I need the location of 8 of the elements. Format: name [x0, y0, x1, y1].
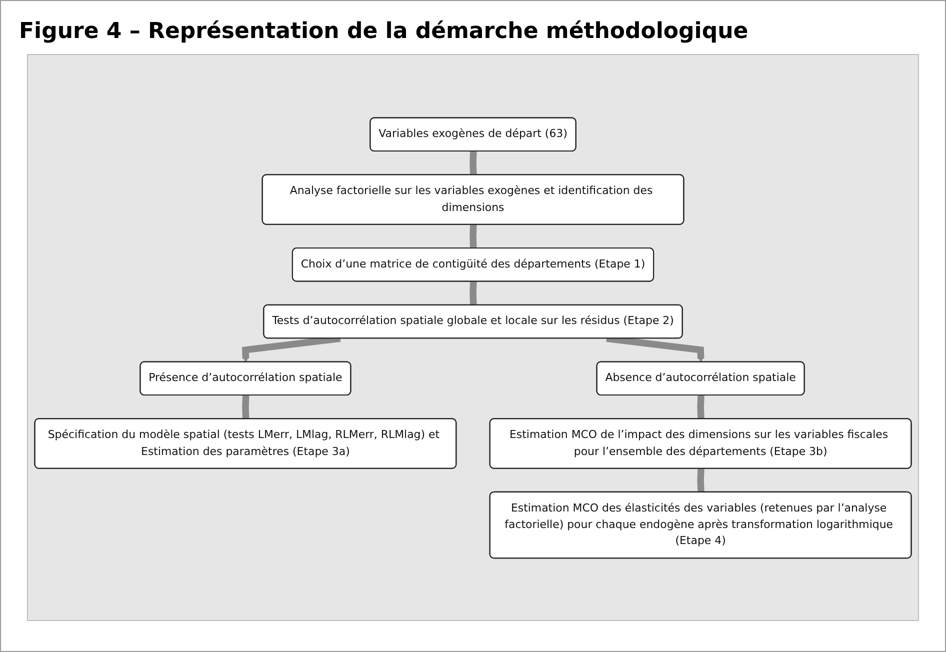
figure-title: Figure 4 – Représentation de la démarche méthodologique — [19, 19, 750, 44]
connector — [242, 394, 250, 419]
connector — [470, 224, 477, 248]
connector — [697, 394, 704, 419]
connector — [470, 281, 477, 305]
diagram-background: Variables exogènes de départ (63) Analyse factorielle sur les variables exogènes et identification des dimensions Choix d’une matrice de contigüité des départements (Etape 1) Tests d’autocorrélation spatiale globale et locale sur les résidus (Etape 2) Présence d’autocorrélation spatiale Absence d’autocorrélation spatiale Spécification du modèle spatial (tests LMerr, LMlag, RLMerr, RLMlag) et Estimation des paramètres (Etape 3a) Estimation MCO de l’impact des dimensions sur les variables fiscales pour l’ensemble des départements (Etape 3b) Estimation MCO des élasticités des variables (retenues par l’analyse factorielle) pour chaque endogène après transformation logarithmique (Etape 4) — [27, 54, 919, 621]
connector — [697, 468, 704, 492]
connector — [470, 150, 477, 175]
